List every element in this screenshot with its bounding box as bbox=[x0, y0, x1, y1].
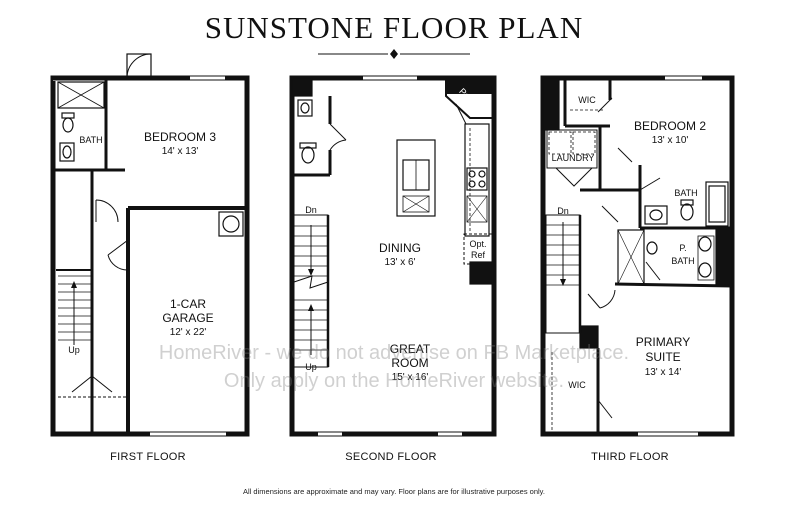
second-floor-walls bbox=[289, 75, 497, 437]
third-bath-label: BATH bbox=[674, 188, 698, 198]
primary-suite-name-2: SUITE bbox=[645, 350, 681, 364]
great-room-name-1: GREAT bbox=[389, 342, 431, 356]
second-stairs-dn: Dn bbox=[305, 205, 317, 215]
great-room-dim: 15' x 16' bbox=[391, 372, 429, 383]
third-stairs-dn: Dn bbox=[557, 206, 569, 216]
first-bath-label: BATH bbox=[79, 135, 103, 145]
bedroom3-dim: 14' x 13' bbox=[161, 146, 199, 157]
first-floor-label: FIRST FLOOR bbox=[110, 451, 186, 463]
dining-dim: 13' x 6' bbox=[384, 257, 416, 268]
second-floor-label: SECOND FLOOR bbox=[345, 451, 437, 463]
title-divider bbox=[318, 49, 470, 59]
second-stairs-up: Up bbox=[305, 362, 317, 372]
third-floor-walls bbox=[540, 75, 735, 437]
first-floor-walls bbox=[50, 53, 250, 437]
pbath-line2: BATH bbox=[671, 256, 695, 266]
diamond-ornament bbox=[390, 49, 398, 59]
first-stairs-up: Up bbox=[68, 345, 80, 355]
garage-dim: 12' x 22' bbox=[169, 327, 207, 338]
pbath-line1: P. bbox=[679, 243, 687, 253]
primary-suite-name-1: PRIMARY bbox=[635, 335, 691, 349]
laundry-label: LAUNDRY bbox=[551, 153, 595, 163]
bedroom2-name: BEDROOM 2 bbox=[633, 119, 706, 133]
disclaimer-text: All dimensions are approximate and may v… bbox=[243, 487, 545, 496]
opt-ref-line1: Opt. bbox=[469, 239, 487, 249]
garage-name-2: GARAGE bbox=[162, 311, 214, 325]
garage-name-1: 1-CAR bbox=[169, 297, 206, 311]
primary-suite-dim: 13' x 14' bbox=[644, 367, 682, 378]
bedroom3-name: BEDROOM 3 bbox=[143, 130, 216, 144]
dining-name: DINING bbox=[379, 241, 421, 255]
watermark-line1: HomeRiver - we do not advertise on FB Ma… bbox=[158, 342, 630, 364]
great-room-name-2: ROOM bbox=[391, 356, 429, 370]
bedroom2-dim: 13' x 10' bbox=[651, 135, 689, 146]
watermark-line2: Only apply on the HomeRiver website. bbox=[223, 370, 565, 392]
wic-top-label: WIC bbox=[578, 95, 596, 105]
wic-bottom-label: WIC bbox=[568, 380, 586, 390]
plan-title: SUNSTONE FLOOR PLAN bbox=[204, 10, 584, 45]
opt-ref-line2: Ref bbox=[470, 250, 485, 260]
third-floor-label: THIRD FLOOR bbox=[591, 451, 669, 463]
